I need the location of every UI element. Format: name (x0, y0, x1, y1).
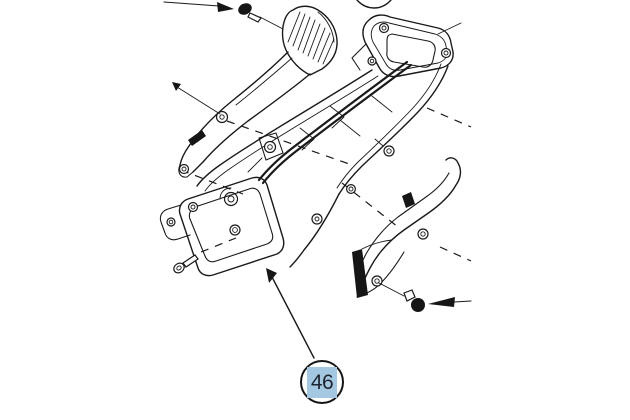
flange-leader-line (437, 22, 462, 35)
right-trim-part (352, 157, 462, 298)
callout-46-arrow (266, 268, 315, 359)
arrow-head-icon (217, 2, 234, 12)
assembly-dashed-lines (180, 107, 472, 262)
callout-cropped-icon (356, 0, 392, 9)
eyelet-leader-arrow (172, 82, 221, 115)
screw-top-left (163, 1, 284, 30)
arrow-head-icon (428, 297, 455, 307)
arrow-head-icon (172, 82, 181, 91)
callout-46[interactable]: 46 (300, 360, 344, 404)
screw-bottom-right (378, 282, 472, 312)
left-trim-part (178, 5, 338, 178)
callout-46-label: 46 (307, 366, 337, 398)
main-part (159, 14, 454, 277)
arrow-head-icon (266, 268, 277, 283)
rib-hatching (287, 11, 335, 65)
screw-bottom-left (173, 254, 199, 274)
